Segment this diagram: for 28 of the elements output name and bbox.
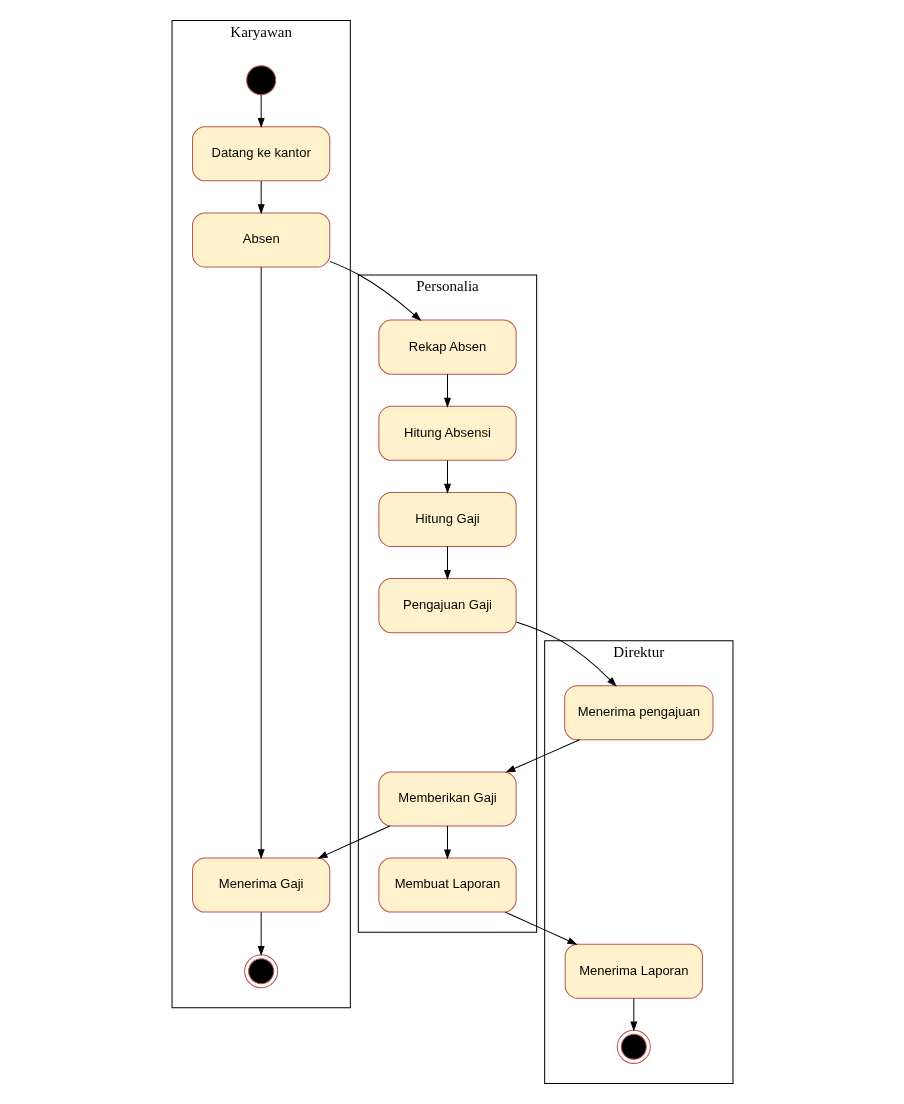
node-circle — [243, 954, 278, 989]
node-box: Membuat Laporan — [377, 857, 517, 913]
node-box: Hitung Gaji — [377, 491, 517, 547]
arrow — [257, 180, 264, 214]
node-box: Absen — [191, 212, 330, 268]
node-box: Memberikan Gaji — [377, 771, 517, 827]
arrow — [443, 373, 451, 407]
arrow — [443, 459, 451, 493]
arrow — [257, 266, 264, 859]
node-box: Datang ke kantor — [191, 126, 330, 182]
arrow — [504, 911, 577, 945]
arrow — [443, 546, 451, 579]
arrow — [257, 94, 264, 128]
node-box: Menerima Laporan — [564, 943, 703, 999]
arrow — [317, 825, 390, 859]
arrow — [443, 825, 451, 859]
arrow — [505, 739, 580, 773]
arrow — [515, 621, 616, 687]
node-box: Hitung Absensi — [377, 405, 517, 461]
node-box: Pengajuan Gaji — [377, 578, 517, 634]
node-circle — [245, 65, 276, 96]
arrow — [257, 911, 264, 956]
node-box: Menerima pengajuan — [563, 685, 713, 741]
arrow — [630, 997, 637, 1031]
arrow — [328, 260, 421, 321]
node-box: Menerima Gaji — [191, 857, 330, 913]
node-box: Rekap Absen — [377, 319, 517, 375]
node-circle — [616, 1029, 651, 1064]
